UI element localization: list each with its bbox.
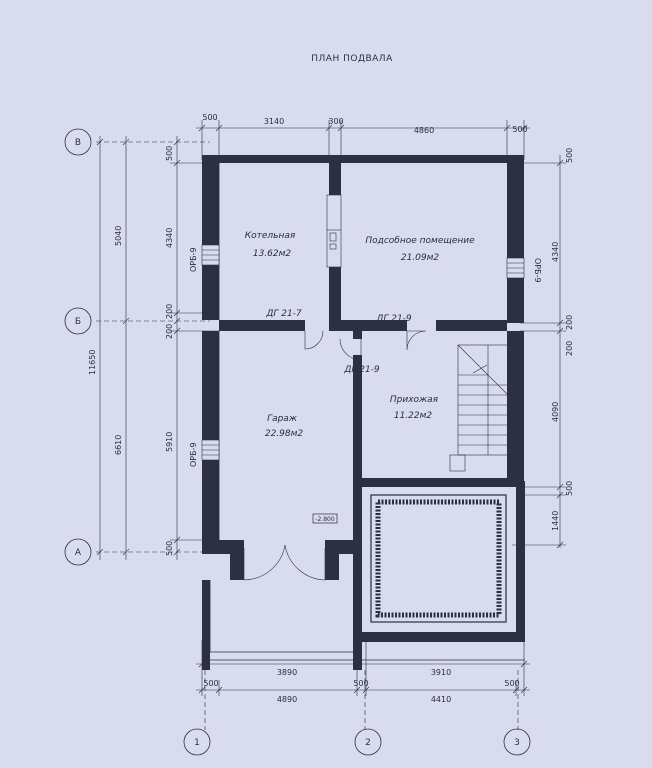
dim-left-mid-a: 5040 [114,226,123,246]
door-label-1: ДГ 21-7 [265,309,302,319]
dim-bottom-outer-c: 500 [353,679,368,688]
room-name-hall: Прихожая [390,395,439,405]
window-marks [201,244,525,461]
room-name-boiler: Котельная [245,231,296,241]
axis-bubble-row-b: Б [64,307,92,335]
window-label-2: ОРБ-9 [189,442,198,467]
plan-title: ПЛАН ПОДВАЛА [311,54,393,64]
axis-label-3: 3 [514,738,520,748]
door-swings [243,330,427,581]
walls [202,155,525,670]
dim-top-a: 500 [202,113,217,122]
room-name-garage: Гараж [267,414,298,424]
room-area-garage: 22.98м2 [265,429,304,439]
dimension-line-bottom [196,640,530,696]
dim-right-d: 200 [565,341,574,356]
dimension-line-right [512,155,566,549]
axis-bubble-row-v: В [64,128,92,156]
dim-bottom-inner-b: 3910 [431,668,451,677]
dim-right-b: 4340 [551,242,560,262]
dim-top-d: 4860 [414,126,434,135]
boiler-duct [326,194,342,268]
axis-bubble-col-3: 3 [503,728,531,756]
dim-top-b: 3140 [264,117,284,126]
dim-right-c: 200 [565,315,574,330]
window-label-1: ОРБ-9 [189,247,198,272]
dim-bottom-inner-a: 3890 [277,668,297,677]
axis-label-1: 1 [194,738,200,748]
axis-lines [96,141,519,730]
dim-top-e: 500 [512,125,527,134]
door-label-2: ДГ 21-9 [375,314,412,324]
axis-label-a: А [75,548,82,558]
staircase [449,344,509,472]
axis-label-b: Б [75,317,81,327]
dim-right-g: 1440 [551,511,560,531]
axis-label-2: 2 [365,738,371,748]
dim-right-f: 500 [565,481,574,496]
axis-bubble-row-a: А [64,538,92,566]
room-area-boiler: 13.62м2 [253,249,292,259]
level-mark: -2.800 [312,513,338,524]
axis-bubble-col-1: 1 [183,728,211,756]
porch-slab [370,494,507,623]
dim-bottom-outer-e: 500 [504,679,519,688]
dim-bottom-outer-a: 500 [203,679,218,688]
dimension-line-left [96,136,219,560]
dimension-line-top [196,120,530,160]
dim-bottom-outer-b: 4890 [277,695,297,704]
dim-left-inner-e: 5910 [165,432,174,452]
wall-outlines [209,163,525,661]
dim-left-inner-f: 500 [165,541,174,556]
dim-left-inner-c: 200 [165,304,174,319]
dim-bottom-outer-d: 4410 [431,695,451,704]
dim-right-a: 500 [565,148,574,163]
dim-right-e: 4090 [551,402,560,422]
room-area-utility: 21.09м2 [401,253,440,263]
level-mark-text: -2.800 [315,516,335,523]
dim-top-c: 300 [328,117,343,126]
door-label-3: ДГ 21-9 [343,365,380,375]
window-label-3: ОРБ-9 [533,258,542,283]
dim-left-inner-d: 200 [165,324,174,339]
axis-label-v: В [75,138,81,148]
dim-left-total: 11650 [88,350,97,375]
room-name-utility: Подсобное помещение [365,236,475,246]
dim-left-mid-b: 6610 [114,435,123,455]
dim-left-inner-b: 4340 [165,228,174,248]
room-area-hall: 11.22м2 [394,411,433,421]
axis-bubble-col-2: 2 [354,728,382,756]
dim-left-inner-a: 500 [165,146,174,161]
